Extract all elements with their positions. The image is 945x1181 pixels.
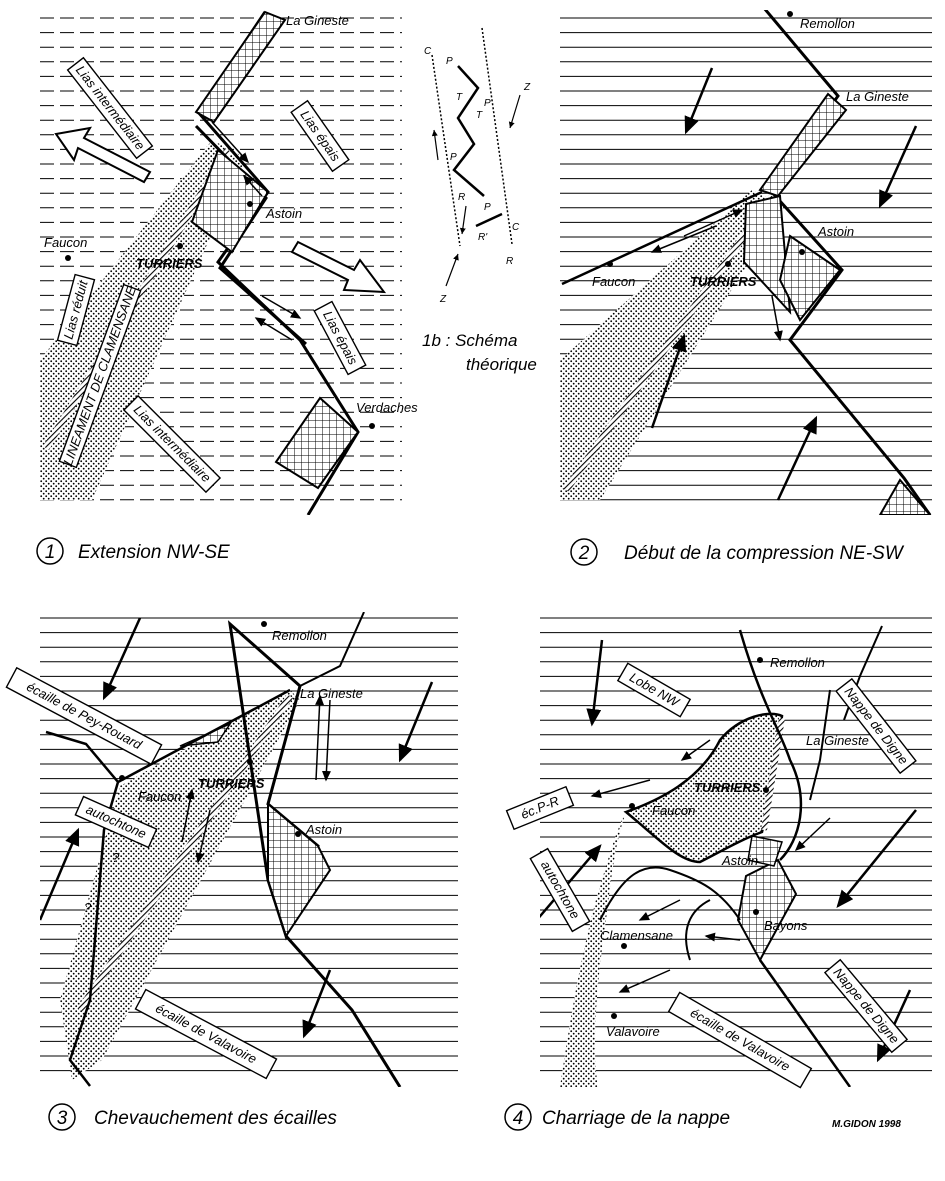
svg-text:TURRIERS: TURRIERS [690, 274, 757, 289]
label-lias-epais-top: Lias épais [297, 107, 343, 164]
block-la-gineste [194, 10, 287, 124]
shear-arrow [242, 174, 263, 197]
svg-text:Faucon: Faucon [652, 803, 695, 818]
svg-text:3: 3 [57, 1108, 68, 1129]
svg-text:La Gineste: La Gineste [300, 686, 363, 701]
svg-text:?: ? [112, 850, 120, 865]
svg-text:C: C [512, 222, 520, 233]
place-la-gineste: La Gineste [286, 13, 349, 28]
svg-text:Bayons: Bayons [764, 918, 808, 933]
credit: M.GIDON 1998 [832, 1119, 901, 1130]
place-verdaches: Verdaches [356, 400, 418, 415]
svg-text:Faucon: Faucon [592, 274, 635, 289]
svg-text:La Gineste: La Gineste [846, 89, 909, 104]
panel-2-compression [560, 10, 932, 515]
svg-text:écaille de Pey-Rouard: écaille de Pey-Rouard [24, 679, 145, 753]
svg-text:R: R [506, 256, 513, 267]
svg-text:Z: Z [523, 82, 531, 93]
svg-text:Charriage de la nappe: Charriage de la nappe [542, 1108, 730, 1129]
svg-text:Astoin: Astoin [305, 822, 342, 837]
panel-3-labels: Remollon La Gineste Astoin Faucon TURRIE… [5, 621, 363, 1131]
svg-text:Remollon: Remollon [272, 628, 327, 643]
svg-text:La Gineste: La Gineste [806, 733, 869, 748]
shear-arrow [211, 121, 250, 164]
svg-text:Faucon: Faucon [138, 789, 181, 804]
svg-text:Clamensane: Clamensane [600, 928, 673, 943]
extension-arrow-se [290, 240, 387, 294]
caption-1: Extension NW-SE [78, 542, 230, 563]
svg-text:écaille de Valavoire: écaille de Valavoire [153, 1001, 259, 1067]
place-faucon: Faucon [44, 235, 87, 250]
place-turriers: TURRIERS [136, 256, 203, 271]
svg-text:Remollon: Remollon [800, 16, 855, 31]
svg-text:Valavoire: Valavoire [606, 1024, 660, 1039]
place-astoin: Astoin [265, 206, 302, 221]
svg-text:2: 2 [578, 543, 590, 564]
svg-text:R: R [458, 192, 465, 203]
svg-text:Astoin: Astoin [721, 853, 758, 868]
panel-3-overthrust [40, 612, 458, 1087]
svg-text:C: C [424, 46, 432, 57]
svg-text:Z: Z [439, 294, 447, 305]
svg-text:P: P [484, 202, 491, 213]
panel-1b-schema: C P T P T P R P R' C R Z Z 1b : Schéma t… [422, 27, 537, 374]
svg-text:T: T [476, 110, 483, 121]
shear-arrow [254, 317, 293, 341]
svg-text:Nappe de Digne: Nappe de Digne [830, 965, 902, 1047]
panel-4-nappe [540, 617, 932, 1087]
svg-text:TURRIERS: TURRIERS [694, 780, 761, 795]
svg-text:T: T [456, 92, 463, 103]
svg-text:Astoin: Astoin [817, 224, 854, 239]
schema-title-line2: théorique [466, 355, 537, 374]
svg-text:?: ? [84, 900, 92, 915]
shear-arrow [261, 295, 302, 319]
svg-text:Début de la compression NE-SW: Début de la compression NE-SW [624, 543, 905, 564]
svg-text:TURRIERS: TURRIERS [198, 776, 265, 791]
svg-text:P: P [484, 98, 491, 109]
svg-text:P: P [450, 152, 457, 163]
schema-title-line1: 1b : Schéma [422, 331, 517, 350]
panel-2-labels: Remollon La Gineste Astoin Faucon TURRIE… [570, 11, 909, 566]
label-lias-intermediaire-bottom: Lias intermédiaire [131, 402, 214, 485]
extension-arrow-nw [54, 126, 152, 184]
svg-text:Chevauchement des écailles: Chevauchement des écailles [94, 1108, 337, 1129]
svg-text:P: P [446, 56, 453, 67]
svg-text:R': R' [478, 232, 488, 243]
caption-number-1: 1 [45, 542, 56, 563]
svg-text:écaille de Valavoire: écaille de Valavoire [688, 1005, 793, 1074]
block-verdaches [274, 396, 360, 490]
svg-text:Remollon: Remollon [770, 655, 825, 670]
svg-text:4: 4 [513, 1108, 524, 1129]
svg-text:Nappe de Digne: Nappe de Digne [842, 684, 912, 767]
